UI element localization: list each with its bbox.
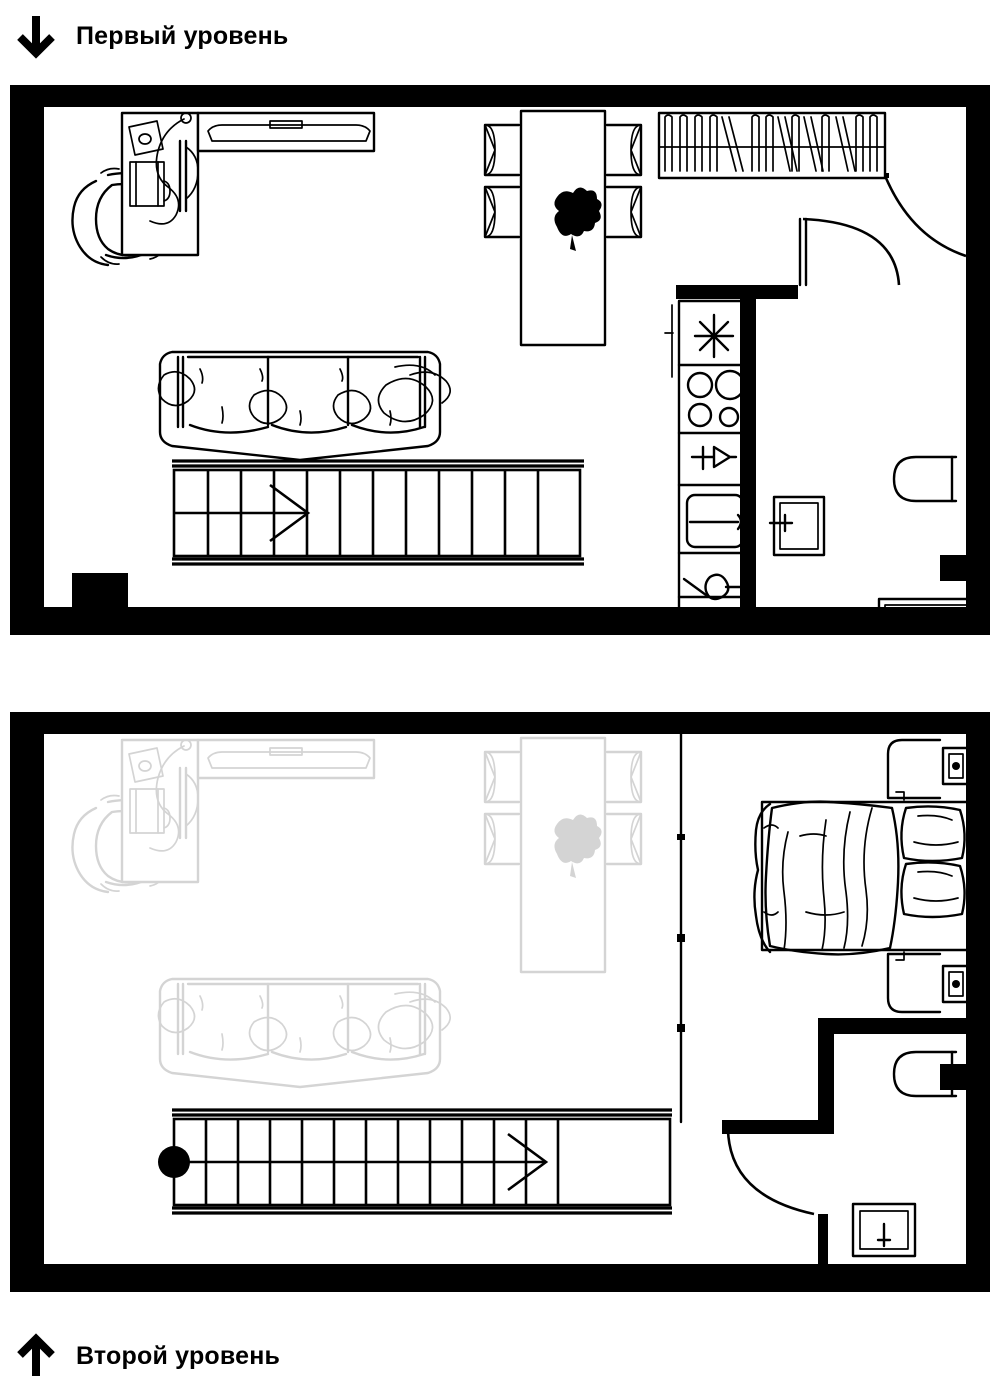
toilet — [892, 1050, 958, 1098]
staircase — [158, 1108, 672, 1215]
ghost-tv-shelf — [196, 738, 376, 780]
cooktop — [686, 369, 746, 428]
arrow-up-icon — [17, 1333, 55, 1376]
dining-chair — [605, 185, 643, 239]
double-bed — [760, 800, 970, 952]
toilet — [892, 455, 958, 503]
staircase — [172, 459, 584, 566]
stair-landing-marker — [158, 1146, 190, 1178]
bathroom-sink — [768, 495, 826, 557]
glassware — [690, 445, 738, 471]
range-hood — [693, 313, 735, 359]
ghost-dining-set — [483, 736, 643, 974]
first-level-plan — [0, 85, 1000, 635]
dining-set — [483, 109, 643, 347]
second-level-plan — [0, 712, 1000, 1292]
stair-direction-arrow — [174, 483, 311, 543]
ghost-dining-chair — [483, 750, 521, 804]
ghost-laptop — [128, 747, 164, 783]
second-level-title: Второй уровень — [76, 1341, 281, 1370]
ghost-television — [207, 747, 371, 769]
ghost-dining-chair — [483, 812, 521, 866]
wardrobe — [657, 111, 887, 180]
bathroom — [726, 1050, 958, 1258]
pillow — [900, 861, 966, 919]
kitchen-sink — [685, 493, 745, 549]
kitchen — [664, 299, 751, 613]
second-level-label: Второй уровень — [10, 1330, 280, 1378]
dining-chair — [483, 123, 521, 177]
pillow — [900, 805, 966, 863]
dining-chair — [483, 185, 521, 239]
bathroom-sink — [851, 1202, 917, 1258]
bedroom — [753, 738, 971, 1014]
arrow-down-icon — [17, 16, 55, 59]
dining-chair — [605, 123, 643, 177]
bedside-lamp — [941, 964, 971, 1004]
stair-direction-arrow — [174, 1132, 549, 1192]
television — [207, 120, 371, 142]
mouse — [180, 112, 192, 124]
bedside-lamp — [941, 746, 971, 786]
nightstand — [886, 738, 971, 801]
ghost-dining-chair — [605, 812, 643, 866]
cable — [149, 118, 185, 225]
first-level-title: Первый уровень — [76, 21, 289, 50]
sofa — [157, 350, 451, 462]
shower — [877, 597, 977, 635]
bathroom-door[interactable] — [798, 217, 901, 287]
plant-centerpiece — [554, 187, 602, 251]
first-level-label: Первый уровень — [10, 10, 289, 62]
laptop — [128, 120, 164, 156]
hanging-clothes — [664, 114, 878, 172]
void-partition-wall — [677, 732, 685, 1124]
ghost-furniture-below — [71, 736, 643, 1089]
duvet — [753, 800, 900, 956]
entrance-door[interactable] — [884, 173, 967, 258]
ghost-mouse — [180, 739, 192, 751]
first-level-workspace — [71, 111, 376, 267]
ghost-sofa — [157, 977, 451, 1089]
ghost-dining-chair — [605, 750, 643, 804]
second-level-walls — [10, 712, 990, 1292]
cutlery — [682, 573, 742, 601]
ghost-cable — [149, 745, 185, 852]
ghost-plant — [554, 814, 602, 878]
bathroom — [768, 455, 977, 635]
nightstand — [886, 951, 971, 1014]
monitor-arm — [185, 146, 199, 200]
ghost-monitor-arm — [185, 773, 199, 827]
tv-shelf — [196, 111, 376, 153]
bathroom-door[interactable] — [726, 1122, 815, 1216]
